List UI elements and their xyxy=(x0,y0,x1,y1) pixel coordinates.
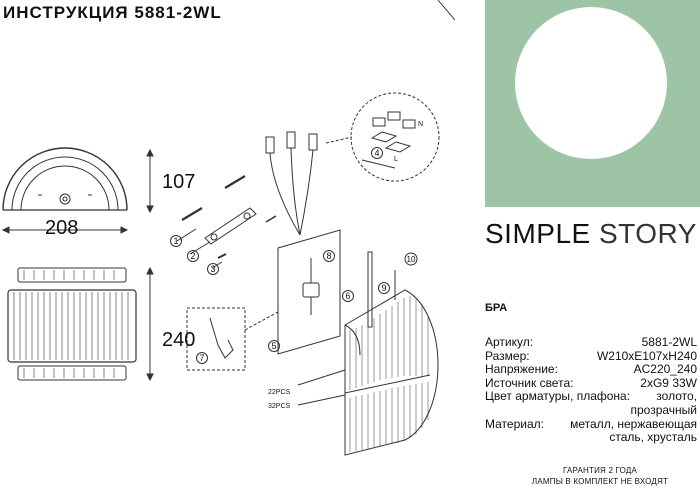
callout-5: 5 xyxy=(268,340,280,352)
spec-row: Напряжение: AC220_240 xyxy=(485,363,697,377)
part-count-small: 22PCS xyxy=(268,389,291,396)
spec-label: Артикул: xyxy=(485,335,534,349)
spec-label: Размер: xyxy=(485,348,530,363)
detail-box xyxy=(186,307,279,371)
back-plate xyxy=(277,229,341,355)
callout-9: 9 xyxy=(378,282,390,294)
callout-3: 3 xyxy=(207,263,219,275)
svg-text:1: 1 xyxy=(173,236,178,246)
spec-value-continued: прозрачный xyxy=(630,402,697,417)
dimension-height: 240 xyxy=(162,329,196,351)
spec-label: Материал: xyxy=(485,416,544,431)
spec-value: золото, xyxy=(656,389,697,404)
instruction-area: ИНСТРУКЦИЯ 5881-2WL xyxy=(1,0,455,456)
spec-row: Источник света: 2xG9 33W xyxy=(485,375,697,391)
callout-6: 6 xyxy=(342,290,354,302)
svg-text:3: 3 xyxy=(210,264,215,274)
spec-row: Цвет арматуры, плафона: золото, xyxy=(485,390,697,404)
svg-text:10: 10 xyxy=(407,255,416,264)
brand-word-story: STORY xyxy=(598,218,697,249)
svg-text:8: 8 xyxy=(326,251,331,261)
connectors xyxy=(265,131,318,236)
brand-word-simple: SIMPLE xyxy=(485,218,591,249)
svg-text:2: 2 xyxy=(190,251,195,261)
spec-row: Материал: металл, нержавеющая xyxy=(485,416,697,432)
svg-text:9: 9 xyxy=(381,283,386,293)
spec-label: Напряжение: xyxy=(485,362,558,377)
document-title: ИНСТРУКЦИЯ 5881-2WL xyxy=(3,3,222,22)
spec-row: Артикул: 5881-2WL xyxy=(485,335,697,350)
dimension-width: 208 xyxy=(45,217,79,239)
top-view-lamp xyxy=(2,147,128,211)
product-type: БРА xyxy=(485,302,508,314)
front-view-lamp xyxy=(7,267,137,381)
callout-1: 1 xyxy=(170,235,182,247)
spec-row: Размер: W210xE107xH240 xyxy=(485,348,697,364)
spec-table: Артикул: 5881-2WL Размер: W210xE107xH240… xyxy=(485,335,697,445)
lamp-body xyxy=(297,251,439,456)
spec-value: AC220_240 xyxy=(633,362,697,377)
warranty-text: ГАРАНТИЯ 2 ГОДА xyxy=(562,466,638,475)
wire-label-n: N xyxy=(418,121,423,128)
wiring-detail xyxy=(325,92,440,182)
lamp-orb xyxy=(515,7,667,159)
technical-drawing: 1 2 3 4 5 6 7 xyxy=(1,92,440,456)
part-count-large: 32PCS xyxy=(268,403,291,410)
footer-note: ГАРАНТИЯ 2 ГОДА ЛАМПЫ В КОМПЛЕКТ НЕ ВХОД… xyxy=(505,465,695,487)
spec-value: 5881-2WL xyxy=(641,335,697,349)
svg-text:5: 5 xyxy=(271,341,276,351)
svg-text:7: 7 xyxy=(199,353,204,363)
lamps-note: ЛАМПЫ В КОМПЛЕКТ НЕ ВХОДЯТ xyxy=(531,477,669,486)
callout-4: 4 xyxy=(371,147,383,159)
spec-value: металл, нержавеющая xyxy=(570,416,697,431)
callout-10: 10 xyxy=(404,252,418,266)
spec-value-continued: сталь, хрусталь xyxy=(609,430,697,445)
wire-label-l: L xyxy=(394,156,398,163)
callout-8: 8 xyxy=(323,250,335,262)
svg-text:6: 6 xyxy=(345,291,350,301)
spec-label: Источник света: xyxy=(485,375,574,390)
product-photo xyxy=(485,0,700,207)
divider-diagonal xyxy=(437,0,455,21)
callout-2: 2 xyxy=(187,250,199,262)
svg-text:4: 4 xyxy=(374,148,379,158)
mounting-hardware xyxy=(176,175,277,269)
spec-value: W210xE107xH240 xyxy=(596,348,697,363)
callout-7: 7 xyxy=(196,352,208,364)
brand-logo: SIMPLE STORY xyxy=(485,218,697,250)
spec-label: Цвет арматуры, плафона: xyxy=(485,389,631,404)
spec-value: 2xG9 33W xyxy=(640,375,697,390)
dimension-depth: 107 xyxy=(162,171,196,193)
